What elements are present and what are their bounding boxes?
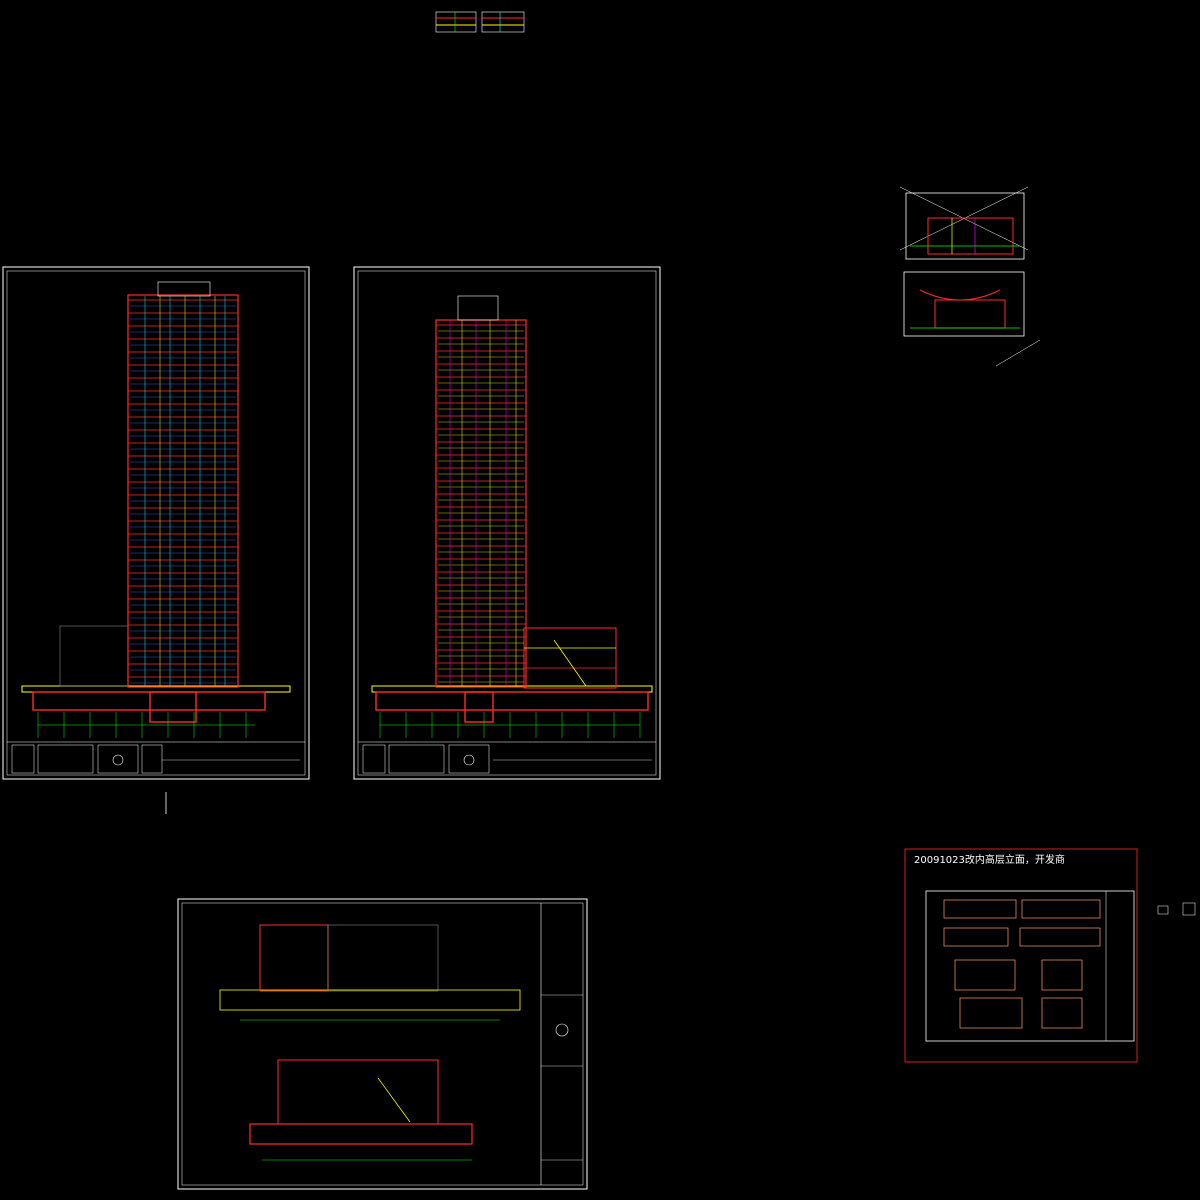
highlight-box[interactable] [904, 848, 1138, 1063]
sheet-podium-sections[interactable] [177, 898, 588, 1190]
sheet-section-b[interactable] [353, 266, 661, 780]
axis-grid-a [37, 712, 255, 738]
tower-body-b [435, 295, 527, 688]
sheet-small-section-1[interactable] [899, 186, 1029, 260]
tower-floor-lines-a [128, 296, 238, 686]
top-legend-strip [435, 11, 525, 33]
thumbnail-elevations [943, 899, 1101, 1029]
tower-floor-lines-b [436, 320, 526, 686]
title-column-c [541, 994, 583, 1161]
axis-grid-b [379, 712, 641, 738]
side-marks [1157, 902, 1196, 916]
title-block-a [7, 741, 305, 774]
tower-body-a [127, 281, 239, 688]
sheet-section-a[interactable] [2, 266, 310, 780]
title-block-b [358, 741, 656, 774]
highlight-box-title: 20091023改内高层立面，开发商 [914, 855, 1065, 866]
sheet-small-section-2[interactable] [903, 271, 1041, 367]
podium-block-b [523, 627, 617, 689]
